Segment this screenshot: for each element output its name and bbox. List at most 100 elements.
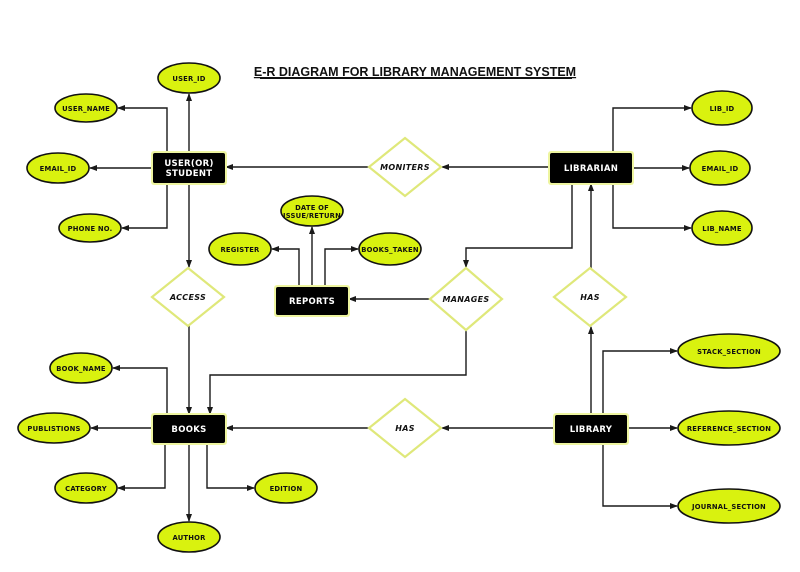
attribute-ellipse xyxy=(208,232,272,266)
relationship-label: HAS xyxy=(395,424,415,433)
attribute-ellipse xyxy=(677,488,781,524)
relationship-connector-librarian-to-manages xyxy=(463,183,573,268)
entity-reports[interactable]: REPORTS xyxy=(274,285,350,317)
attribute-journal[interactable]: JOURNAL_SECTION xyxy=(677,488,781,524)
attribute-label: BOOK_NAME xyxy=(56,365,106,373)
entity-user[interactable]: USER(OR)STUDENT xyxy=(151,151,227,185)
attribute-publications[interactable]: PUBLISTIONS xyxy=(17,412,91,444)
attribute-label: LIB_NAME xyxy=(702,225,742,233)
attribute-ellipse xyxy=(677,333,781,369)
attribute-label: PUBLISTIONS xyxy=(27,425,80,433)
entity-label: LIBRARY xyxy=(570,425,613,435)
attribute-lib-id[interactable]: LIB_ID xyxy=(691,90,753,126)
attribute-connector-phone xyxy=(121,183,168,231)
attribute-stack[interactable]: STACK_SECTION xyxy=(677,333,781,369)
relationship-label: MANAGES xyxy=(443,295,490,304)
attribute-books-taken[interactable]: BOOKS_TAKEN xyxy=(358,232,422,266)
attribute-ellipse xyxy=(358,232,422,266)
attribute-label: USER_ID xyxy=(172,75,205,83)
attribute-label: EDITION xyxy=(270,485,303,493)
attribute-label: REGISTER xyxy=(221,246,261,254)
attribute-ellipse xyxy=(689,150,751,186)
attribute-connector-books-taken xyxy=(324,246,359,287)
relationship-manages[interactable]: MANAGES xyxy=(428,266,504,332)
relationship-diamond xyxy=(367,397,443,459)
diagram-nodes: USER(OR)STUDENT LIBRARIAN REPORTS BOOKS LIBR… xyxy=(17,62,781,553)
relationship-has-lib[interactable]: HAS xyxy=(552,266,628,328)
relationship-diamond xyxy=(552,266,628,328)
relationship-diamond xyxy=(150,266,226,328)
attribute-ellipse xyxy=(58,213,122,243)
entity-box xyxy=(555,415,627,443)
attribute-label: REFERENCE_SECTION xyxy=(687,425,771,433)
attribute-lib-name[interactable]: LIB_NAME xyxy=(691,210,753,246)
attribute-label: LIB_ID xyxy=(710,105,735,113)
entity-label: BOOKS xyxy=(171,425,206,435)
attribute-label: EMAIL_ID xyxy=(702,165,739,173)
attribute-label: DATE OF xyxy=(295,204,329,212)
attribute-ellipse xyxy=(54,472,118,504)
relationship-access[interactable]: ACCESS xyxy=(150,266,226,328)
entity-label: STUDENT xyxy=(166,169,213,179)
relationship-label: ACCESS xyxy=(169,293,206,302)
entity-box xyxy=(276,287,348,315)
attribute-phone[interactable]: PHONE NO. xyxy=(58,213,122,243)
entity-box xyxy=(550,153,632,183)
entity-label: REPORTS xyxy=(289,297,335,307)
attribute-ellipse xyxy=(17,412,91,444)
entity-label: LIBRARIAN xyxy=(564,164,618,174)
attribute-label: AUTHOR xyxy=(172,534,206,542)
entity-box xyxy=(153,153,225,183)
diagram-title: E-R DIAGRAM FOR LIBRARY MANAGEMENT SYSTE… xyxy=(254,65,576,79)
relationship-label: MONITERS xyxy=(380,163,430,172)
attribute-author[interactable]: AUTHOR xyxy=(157,521,221,553)
attribute-label: BOOKS_TAKEN xyxy=(361,246,419,254)
attribute-user-name[interactable]: USER_NAME xyxy=(54,93,118,123)
attribute-ellipse xyxy=(280,195,344,227)
connector-lines xyxy=(89,93,692,522)
attribute-ellipse xyxy=(54,93,118,123)
attribute-connector-journal xyxy=(602,443,678,509)
attribute-connector-book-name xyxy=(112,365,168,415)
attribute-label: STACK_SECTION xyxy=(697,348,761,356)
entity-library[interactable]: LIBRARY xyxy=(553,413,629,445)
attribute-reference[interactable]: REFERENCE_SECTION xyxy=(677,410,781,446)
attribute-ellipse xyxy=(157,521,221,553)
attribute-ellipse xyxy=(157,62,221,94)
attribute-label: PHONE NO. xyxy=(68,225,113,233)
attribute-category[interactable]: CATEGORY xyxy=(54,472,118,504)
attribute-ellipse xyxy=(691,210,753,246)
attribute-book-name[interactable]: BOOK_NAME xyxy=(49,352,113,384)
entity-librarian[interactable]: LIBRARIAN xyxy=(548,151,634,185)
attribute-label: USER_NAME xyxy=(62,105,110,113)
attribute-user-email[interactable]: EMAIL_ID xyxy=(26,152,90,184)
relationship-moniters[interactable]: MONITERS xyxy=(367,136,443,198)
attribute-connector-lib-name xyxy=(612,183,692,231)
attribute-connector-edition xyxy=(206,443,255,491)
attribute-connector-lib-id xyxy=(612,105,692,153)
relationship-has-books[interactable]: HAS xyxy=(367,397,443,459)
attribute-connector-register xyxy=(271,246,300,287)
attribute-connector-category xyxy=(117,443,166,491)
attribute-label: EMAIL_ID xyxy=(40,165,77,173)
attribute-ellipse xyxy=(26,152,90,184)
attribute-user-id[interactable]: USER_ID xyxy=(157,62,221,94)
attribute-register[interactable]: REGISTER xyxy=(208,232,272,266)
attribute-lib-email[interactable]: EMAIL_ID xyxy=(689,150,751,186)
attribute-label: JOURNAL_SECTION xyxy=(691,503,766,511)
attribute-ellipse xyxy=(691,90,753,126)
relationship-label: HAS xyxy=(580,293,600,302)
relationship-diamond xyxy=(367,136,443,198)
relationship-diamond xyxy=(428,266,504,332)
relationship-connector-manages-to-books xyxy=(207,330,467,415)
attribute-label: CATEGORY xyxy=(65,485,107,493)
entity-label: USER(OR) xyxy=(164,159,213,169)
attribute-connector-user-name xyxy=(117,105,168,153)
attribute-label: ISSUE/RETURN xyxy=(283,212,341,220)
entity-box xyxy=(153,415,225,443)
attribute-edition[interactable]: EDITION xyxy=(254,472,318,504)
entity-books[interactable]: BOOKS xyxy=(151,413,227,445)
attribute-connector-stack xyxy=(602,348,678,415)
